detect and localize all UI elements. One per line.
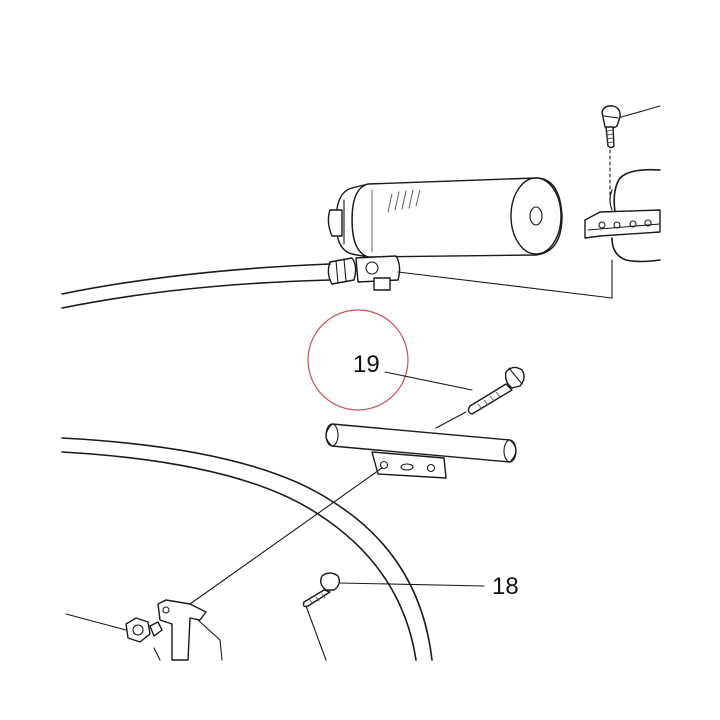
hex-nut bbox=[65, 613, 163, 643]
mounting-bracket bbox=[584, 168, 661, 263]
lower-bracket bbox=[153, 599, 223, 661]
lower-curved-pipe bbox=[61, 437, 433, 661]
top-right-screw bbox=[601, 105, 661, 201]
pipe-fitting bbox=[327, 255, 401, 291]
callout-18: 18 bbox=[339, 573, 519, 600]
callout-18-label: 18 bbox=[492, 573, 519, 600]
callout-19: 19 bbox=[307, 309, 473, 411]
callout-19-highlight bbox=[307, 309, 409, 411]
upper-refrigerant-pipe bbox=[61, 259, 613, 309]
bolt-18 bbox=[302, 572, 341, 661]
callout-19-label: 19 bbox=[353, 351, 380, 378]
receiver-drier-canister bbox=[327, 177, 563, 258]
tube-clamp bbox=[189, 423, 517, 605]
bolt-19 bbox=[435, 366, 525, 429]
